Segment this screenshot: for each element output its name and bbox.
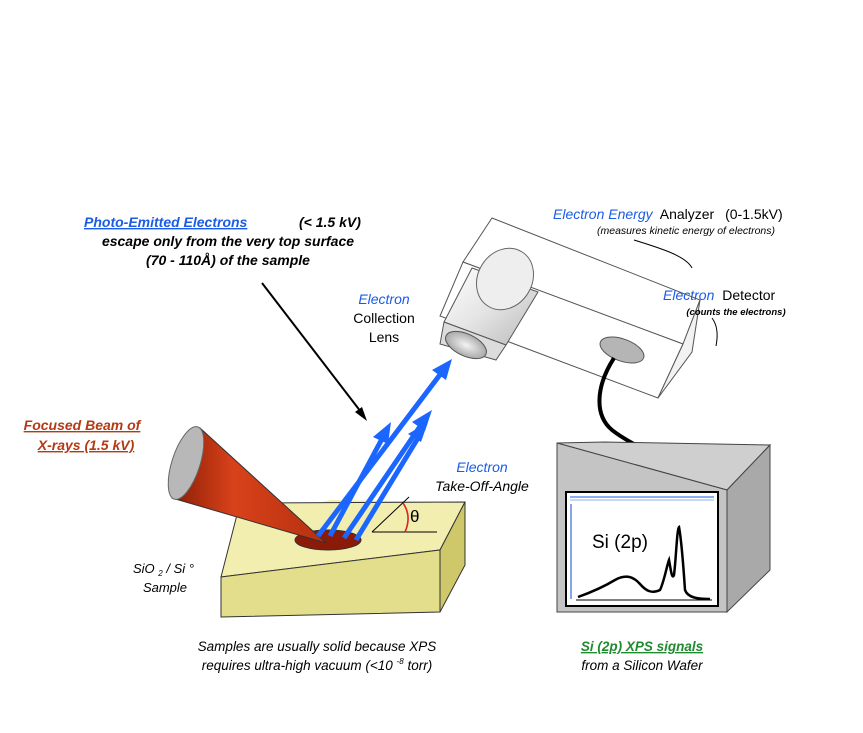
monitor-plot-label: Si (2p) [592, 532, 648, 553]
electron-arrows [316, 359, 452, 542]
svg-text:Electron Detector: Electron Detector [663, 287, 775, 303]
photo-emitted-line2: escape only from the very top surface [102, 233, 354, 249]
photo-emitted-line3: (70 - 110Å) of the sample [146, 252, 310, 268]
sample-label-sub: 2 [157, 569, 163, 578]
photo-electron-pointer-arrow [261, 282, 367, 421]
electron-arrow-1 [316, 359, 452, 538]
detector-note: (counts the electrons) [686, 307, 785, 318]
footnote-right-line1: Si (2p) XPS signals [581, 639, 704, 654]
analyzer-callout-line [633, 239, 693, 269]
svg-text:SiO 2 / Si °: SiO 2 / Si ° [133, 561, 194, 579]
xray-label: Focused Beam of X-rays (1.5 kV) [24, 417, 142, 453]
detector-label-black: Detector [722, 287, 775, 303]
sample-label-sio: SiO [133, 561, 155, 576]
sample-label-line2: Sample [143, 580, 187, 595]
electron-arrow-4 [353, 422, 428, 542]
electron-arrow-3 [341, 410, 432, 540]
theta-symbol: θ [410, 507, 419, 526]
electron-collection-lens [439, 247, 539, 361]
takeoff-angle-mark [371, 496, 437, 533]
lens-line2: Collection [353, 310, 414, 326]
sample-label-si: / Si ° [165, 561, 194, 576]
analyzer-label: Electron Energy Analyzer (0-1.5kV) (meas… [553, 206, 783, 237]
takeoff-line1: Electron [456, 459, 508, 475]
sample-label: SiO 2 / Si ° Sample [133, 561, 194, 595]
takeoff-line2: Take-Off-Angle [435, 478, 529, 494]
svg-text:requires ultra-high vacuum (<1: requires ultra-high vacuum (<10 -8 torr) [202, 652, 432, 673]
footnote-left-line2b: torr) [407, 658, 432, 673]
lens-line3: Lens [369, 329, 399, 345]
monitor [556, 441, 772, 614]
analyzer-range: (0-1.5kV) [725, 206, 783, 222]
photo-emitted-title: Photo-Emitted Electrons [84, 214, 248, 230]
detector-callout-line [711, 317, 718, 347]
xps-spectrum-curve [577, 525, 711, 601]
takeoff-label: Electron Take-Off-Angle [435, 459, 529, 494]
electron-detector-port [599, 336, 645, 364]
analyzer-note: (measures kinetic energy of electrons) [597, 225, 775, 237]
footnote-right: Si (2p) XPS signals from a Silicon Wafer [581, 639, 704, 673]
svg-text:Electron Energy Analyzer: Electron Energy Analyzer (0-1.5kV) [553, 206, 783, 222]
xray-line1: Focused Beam of [24, 417, 142, 433]
photo-emitted-energy: (< 1.5 kV) [299, 214, 361, 230]
detector-label: Electron Detector (counts the electrons) [663, 287, 786, 318]
xray-beam [167, 426, 327, 544]
analyzer-label-black: Analyzer [660, 206, 715, 222]
footnote-left-sup: -8 [397, 657, 405, 666]
footnote-left-line1: Samples are usually solid because XPS [198, 639, 437, 654]
footnote-left-line2a: requires ultra-high vacuum (<10 [202, 658, 393, 673]
lens-label: Electron Collection Lens [353, 291, 414, 345]
detector-label-blue: Electron [663, 287, 715, 303]
photo-emitted-label: Photo-Emitted Electrons (< 1.5 kV) escap… [84, 214, 361, 268]
lens-line1: Electron [358, 291, 410, 307]
xray-line2: X-rays (1.5 kV) [37, 437, 135, 453]
footnote-right-line2: from a Silicon Wafer [581, 658, 703, 673]
footnote-left: Samples are usually solid because XPS re… [198, 639, 437, 673]
electron-arrow-2 [327, 422, 391, 538]
analyzer-label-blue: Electron Energy [553, 206, 654, 222]
